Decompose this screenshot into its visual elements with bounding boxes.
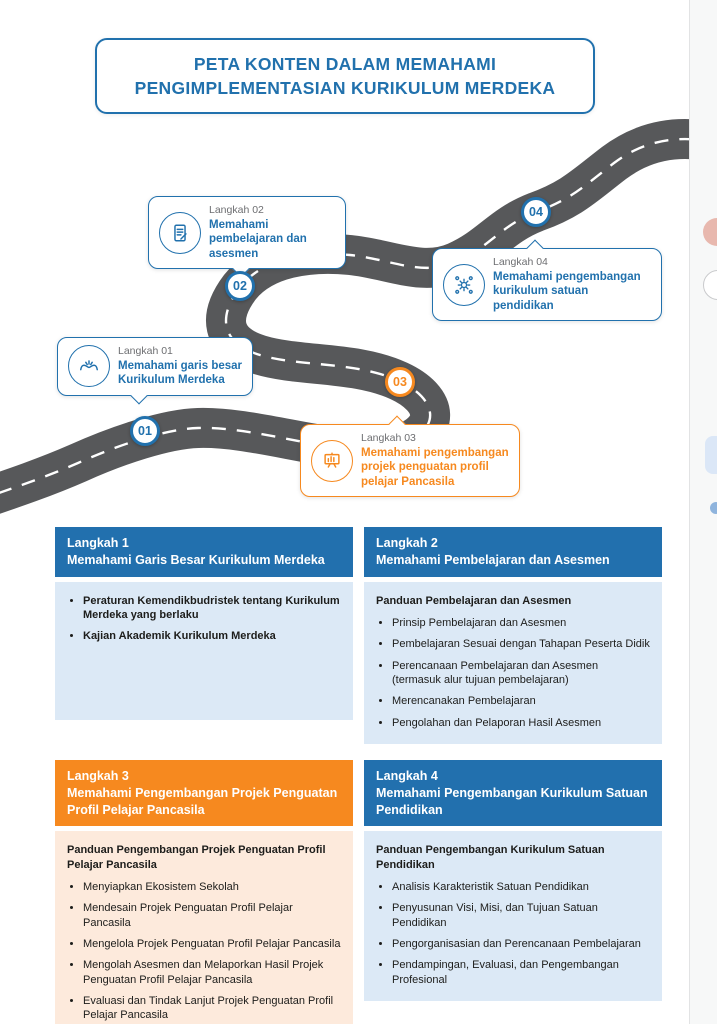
step-label: Langkah 03: [361, 432, 416, 444]
card-header: Langkah 1 Memahami Garis Besar Kurikulum…: [55, 527, 353, 577]
milestone-01: 01: [130, 416, 160, 446]
bullet-item: Penyusunan Visi, Misi, dan Tujuan Satuan…: [392, 901, 650, 930]
step-title: Memahami pengembangan kurikulum satuan p…: [493, 271, 641, 312]
bullet-item: Merencanakan Pembelajaran: [392, 694, 650, 708]
bullet-list: Peraturan Kemendikbudristek tentang Kuri…: [67, 594, 341, 644]
card-langkah-2: Langkah 2 Memahami Pembelajaran dan Ases…: [364, 527, 662, 744]
card-header-title: Memahami Garis Besar Kurikulum Merdeka: [67, 552, 325, 567]
bullet-item: Prinsip Pembelajaran dan Asesmen: [392, 616, 650, 630]
bullet-list: Menyiapkan Ekosistem SekolahMendesain Pr…: [67, 880, 341, 1022]
callout-text: Langkah 03 Memahami pengembangan projek …: [361, 432, 509, 489]
card-header-title: Memahami Pembelajaran dan Asesmen: [376, 552, 610, 567]
bullet-item: Pembelajaran Sesuai dengan Tahapan Peser…: [392, 637, 650, 651]
content-cards: Langkah 1 Memahami Garis Besar Kurikulum…: [55, 527, 662, 1024]
partial-widget-icon: [703, 218, 717, 246]
milestone-03: 03: [385, 367, 415, 397]
step-title: Memahami pembelajaran dan asesmen: [209, 219, 307, 260]
bullet-item: Pendampingan, Evaluasi, dan Pengembangan…: [392, 958, 650, 987]
bullet-item: Mengolah Asesmen dan Melaporkan Hasil Pr…: [83, 958, 341, 987]
card-header-label: Langkah 1: [67, 536, 129, 550]
bullet-item: Menyiapkan Ekosistem Sekolah: [83, 880, 341, 894]
bullet-item: Peraturan Kemendikbudristek tentang Kuri…: [83, 594, 341, 623]
callout-langkah-02: Langkah 02 Memahami pembelajaran dan ase…: [148, 196, 346, 278]
bullet-item: Mengelola Projek Penguatan Profil Pelaja…: [83, 937, 341, 951]
card-lead: Panduan Pembelajaran dan Asesmen: [376, 594, 572, 607]
bullet-item: Pengolahan dan Pelaporan Hasil Asesmen: [392, 716, 650, 730]
page-title-line1: PETA KONTEN DALAM MEMAHAMI: [193, 53, 497, 74]
card-header-label: Langkah 3: [67, 768, 129, 783]
milestone-number: 03: [393, 375, 407, 389]
bullet-item: Mendesain Projek Penguatan Profil Pelaja…: [83, 901, 341, 930]
viewer-edge-scroll-area[interactable]: [689, 0, 717, 1024]
card-langkah-4: Langkah 4 Memahami Pengembangan Kurikulu…: [364, 759, 662, 1001]
card-body: Panduan Pembelajaran dan Asesmen Prinsip…: [364, 581, 662, 744]
bullet-item: Kajian Akademik Kurikulum Merdeka: [83, 629, 341, 643]
page-title: PETA KONTEN DALAM MEMAHAMI PENGIMPLEMENT…: [95, 38, 595, 114]
bullet-item: Evaluasi dan Tindak Lanjut Projek Pengua…: [83, 994, 341, 1023]
card-header-title: Memahami Pengembangan Projek Penguatan P…: [67, 785, 338, 817]
card-header-label: Langkah 4: [376, 768, 438, 783]
milestone-02: 02: [225, 271, 255, 301]
card-body: Peraturan Kemendikbudristek tentang Kuri…: [55, 581, 353, 720]
card-header: Langkah 2 Memahami Pembelajaran dan Ases…: [364, 527, 662, 577]
page-title-line2: PENGIMPLEMENTASIAN KURIKULUM MERDEKA: [134, 78, 556, 98]
callout-langkah-01: Langkah 01 Memahami garis besar Kurikulu…: [57, 337, 253, 405]
bullet-item: Analisis Karakteristik Satuan Pendidikan: [392, 880, 650, 894]
callout-text: Langkah 01 Memahami garis besar Kurikulu…: [118, 345, 242, 388]
bullet-list: Analisis Karakteristik Satuan Pendidikan…: [376, 880, 650, 987]
step-label: Langkah 01: [118, 345, 173, 357]
step-label: Langkah 04: [493, 256, 548, 268]
step-label: Langkah 02: [209, 204, 264, 216]
card-lead: Panduan Pengembangan Kurikulum Satuan Pe…: [376, 844, 605, 871]
card-header: Langkah 3 Memahami Pengembangan Projek P…: [55, 759, 353, 827]
callout-text: Langkah 04 Memahami pengembangan kurikul…: [493, 256, 651, 313]
callout-text: Langkah 02 Memahami pembelajaran dan ase…: [209, 204, 335, 261]
card-body: Panduan Pengembangan Kurikulum Satuan Pe…: [364, 831, 662, 1001]
card-langkah-3: Langkah 3 Memahami Pengembangan Projek P…: [55, 759, 353, 1024]
bullet-item: Perencanaan Pembelajaran dan Asesmen (te…: [392, 659, 650, 688]
callout-langkah-03: Langkah 03 Memahami pengembangan projek …: [300, 415, 520, 498]
card-header: Langkah 4 Memahami Pengembangan Kurikulu…: [364, 759, 662, 827]
partial-widget-icon: [710, 502, 717, 514]
document-pencil-icon: [159, 211, 201, 254]
callout-langkah-04: Langkah 04 Memahami pengembangan kurikul…: [432, 239, 662, 322]
gear-network-icon: [443, 263, 485, 306]
milestone-number: 04: [529, 205, 543, 219]
partial-widget-icon: [705, 436, 717, 474]
partial-widget-icon: [703, 270, 717, 300]
hands-icon: [68, 345, 110, 388]
step-title: Memahami garis besar Kurikulum Merdeka: [118, 360, 243, 387]
card-langkah-1: Langkah 1 Memahami Garis Besar Kurikulum…: [55, 527, 353, 720]
card-header-title: Memahami Pengembangan Kurikulum Satuan P…: [376, 785, 648, 817]
card-body: Panduan Pengembangan Projek Penguatan Pr…: [55, 831, 353, 1024]
card-header-label: Langkah 2: [376, 536, 438, 550]
bullet-list: Prinsip Pembelajaran dan AsesmenPembelaj…: [376, 616, 650, 730]
milestone-04: 04: [521, 197, 551, 227]
bullet-item: Pengorganisasian dan Perencanaan Pembela…: [392, 937, 650, 951]
card-lead: Panduan Pengembangan Projek Penguatan Pr…: [67, 844, 326, 871]
step-title: Memahami pengembangan projek penguatan p…: [361, 447, 509, 488]
milestone-number: 01: [138, 424, 152, 438]
presentation-board-icon: [311, 439, 353, 482]
milestone-number: 02: [233, 279, 247, 293]
